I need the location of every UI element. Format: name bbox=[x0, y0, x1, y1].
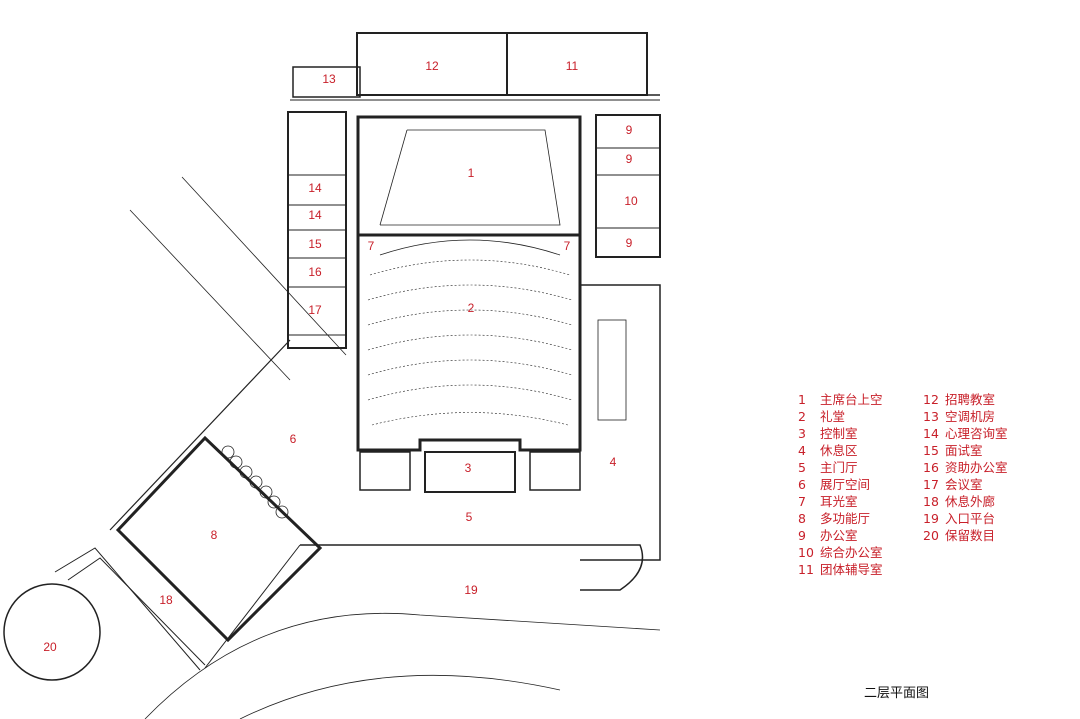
room-label-1: 1 bbox=[468, 166, 475, 180]
room-label-5: 5 bbox=[466, 510, 473, 524]
room-label-16: 16 bbox=[308, 265, 322, 279]
room-label-12: 12 bbox=[425, 59, 439, 73]
stage-outline bbox=[356, 115, 582, 237]
room-label-14-b: 14 bbox=[308, 208, 322, 222]
room-label-9-a: 9 bbox=[626, 123, 633, 137]
room-label-13: 13 bbox=[322, 72, 336, 86]
room-label-10: 10 bbox=[624, 194, 638, 208]
room-label-3: 3 bbox=[465, 461, 472, 475]
room-label-14-a: 14 bbox=[308, 181, 322, 195]
right-office-column bbox=[595, 114, 661, 258]
room-label-15: 15 bbox=[308, 237, 322, 251]
room-label-19: 19 bbox=[464, 583, 478, 597]
room-label-9-b: 9 bbox=[626, 152, 633, 166]
room-label-7-right: 7 bbox=[564, 239, 571, 253]
auditorium-outline bbox=[356, 235, 582, 452]
control-room-outline bbox=[424, 451, 516, 493]
room-13-outline bbox=[292, 66, 361, 98]
room-label-7-left: 7 bbox=[368, 239, 375, 253]
hall-8-outline bbox=[115, 435, 323, 643]
plan-title: 二层平面图 bbox=[864, 686, 930, 701]
room-label-8: 8 bbox=[211, 528, 218, 542]
room-label-20: 20 bbox=[43, 640, 57, 654]
room-label-4: 4 bbox=[610, 455, 617, 469]
room-label-2: 2 bbox=[468, 301, 475, 315]
tree-20-outline bbox=[3, 583, 101, 681]
room-label-9-c: 9 bbox=[626, 236, 633, 250]
room-label-18: 18 bbox=[159, 593, 173, 607]
room-label-17: 17 bbox=[308, 303, 322, 317]
room-label-11: 11 bbox=[566, 59, 579, 73]
room-label-6: 6 bbox=[290, 432, 297, 446]
